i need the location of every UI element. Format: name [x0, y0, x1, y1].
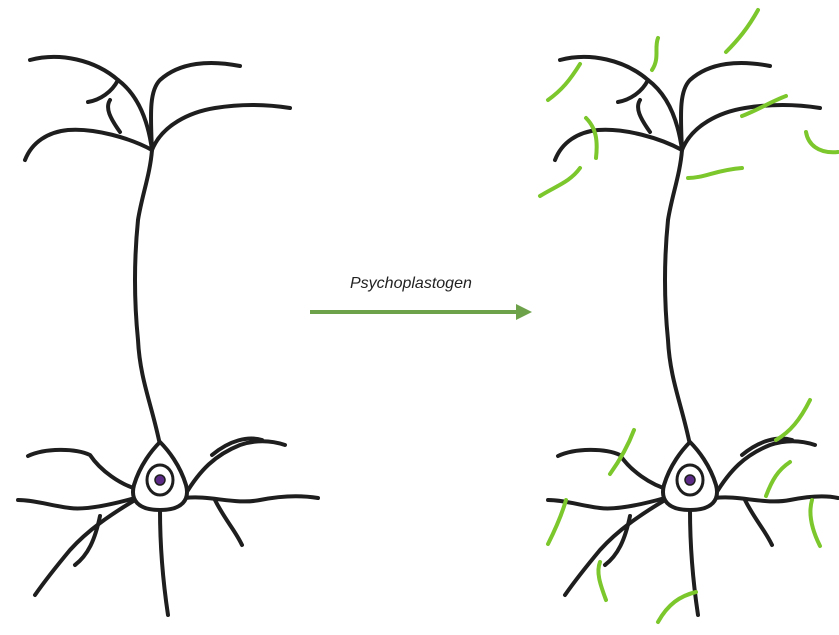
neuron-before [18, 57, 318, 615]
apical-dendrite-tree [555, 57, 820, 445]
nucleolus [685, 475, 695, 485]
transformation-arrow [310, 304, 532, 320]
arrow-label: Psychoplastogen [350, 275, 490, 293]
apical-dendrite-tree [25, 57, 290, 445]
neuron-after [540, 10, 838, 622]
cell-body [133, 442, 187, 510]
arrow-head-icon [516, 304, 532, 320]
cell-body [663, 442, 717, 510]
nucleolus [155, 475, 165, 485]
